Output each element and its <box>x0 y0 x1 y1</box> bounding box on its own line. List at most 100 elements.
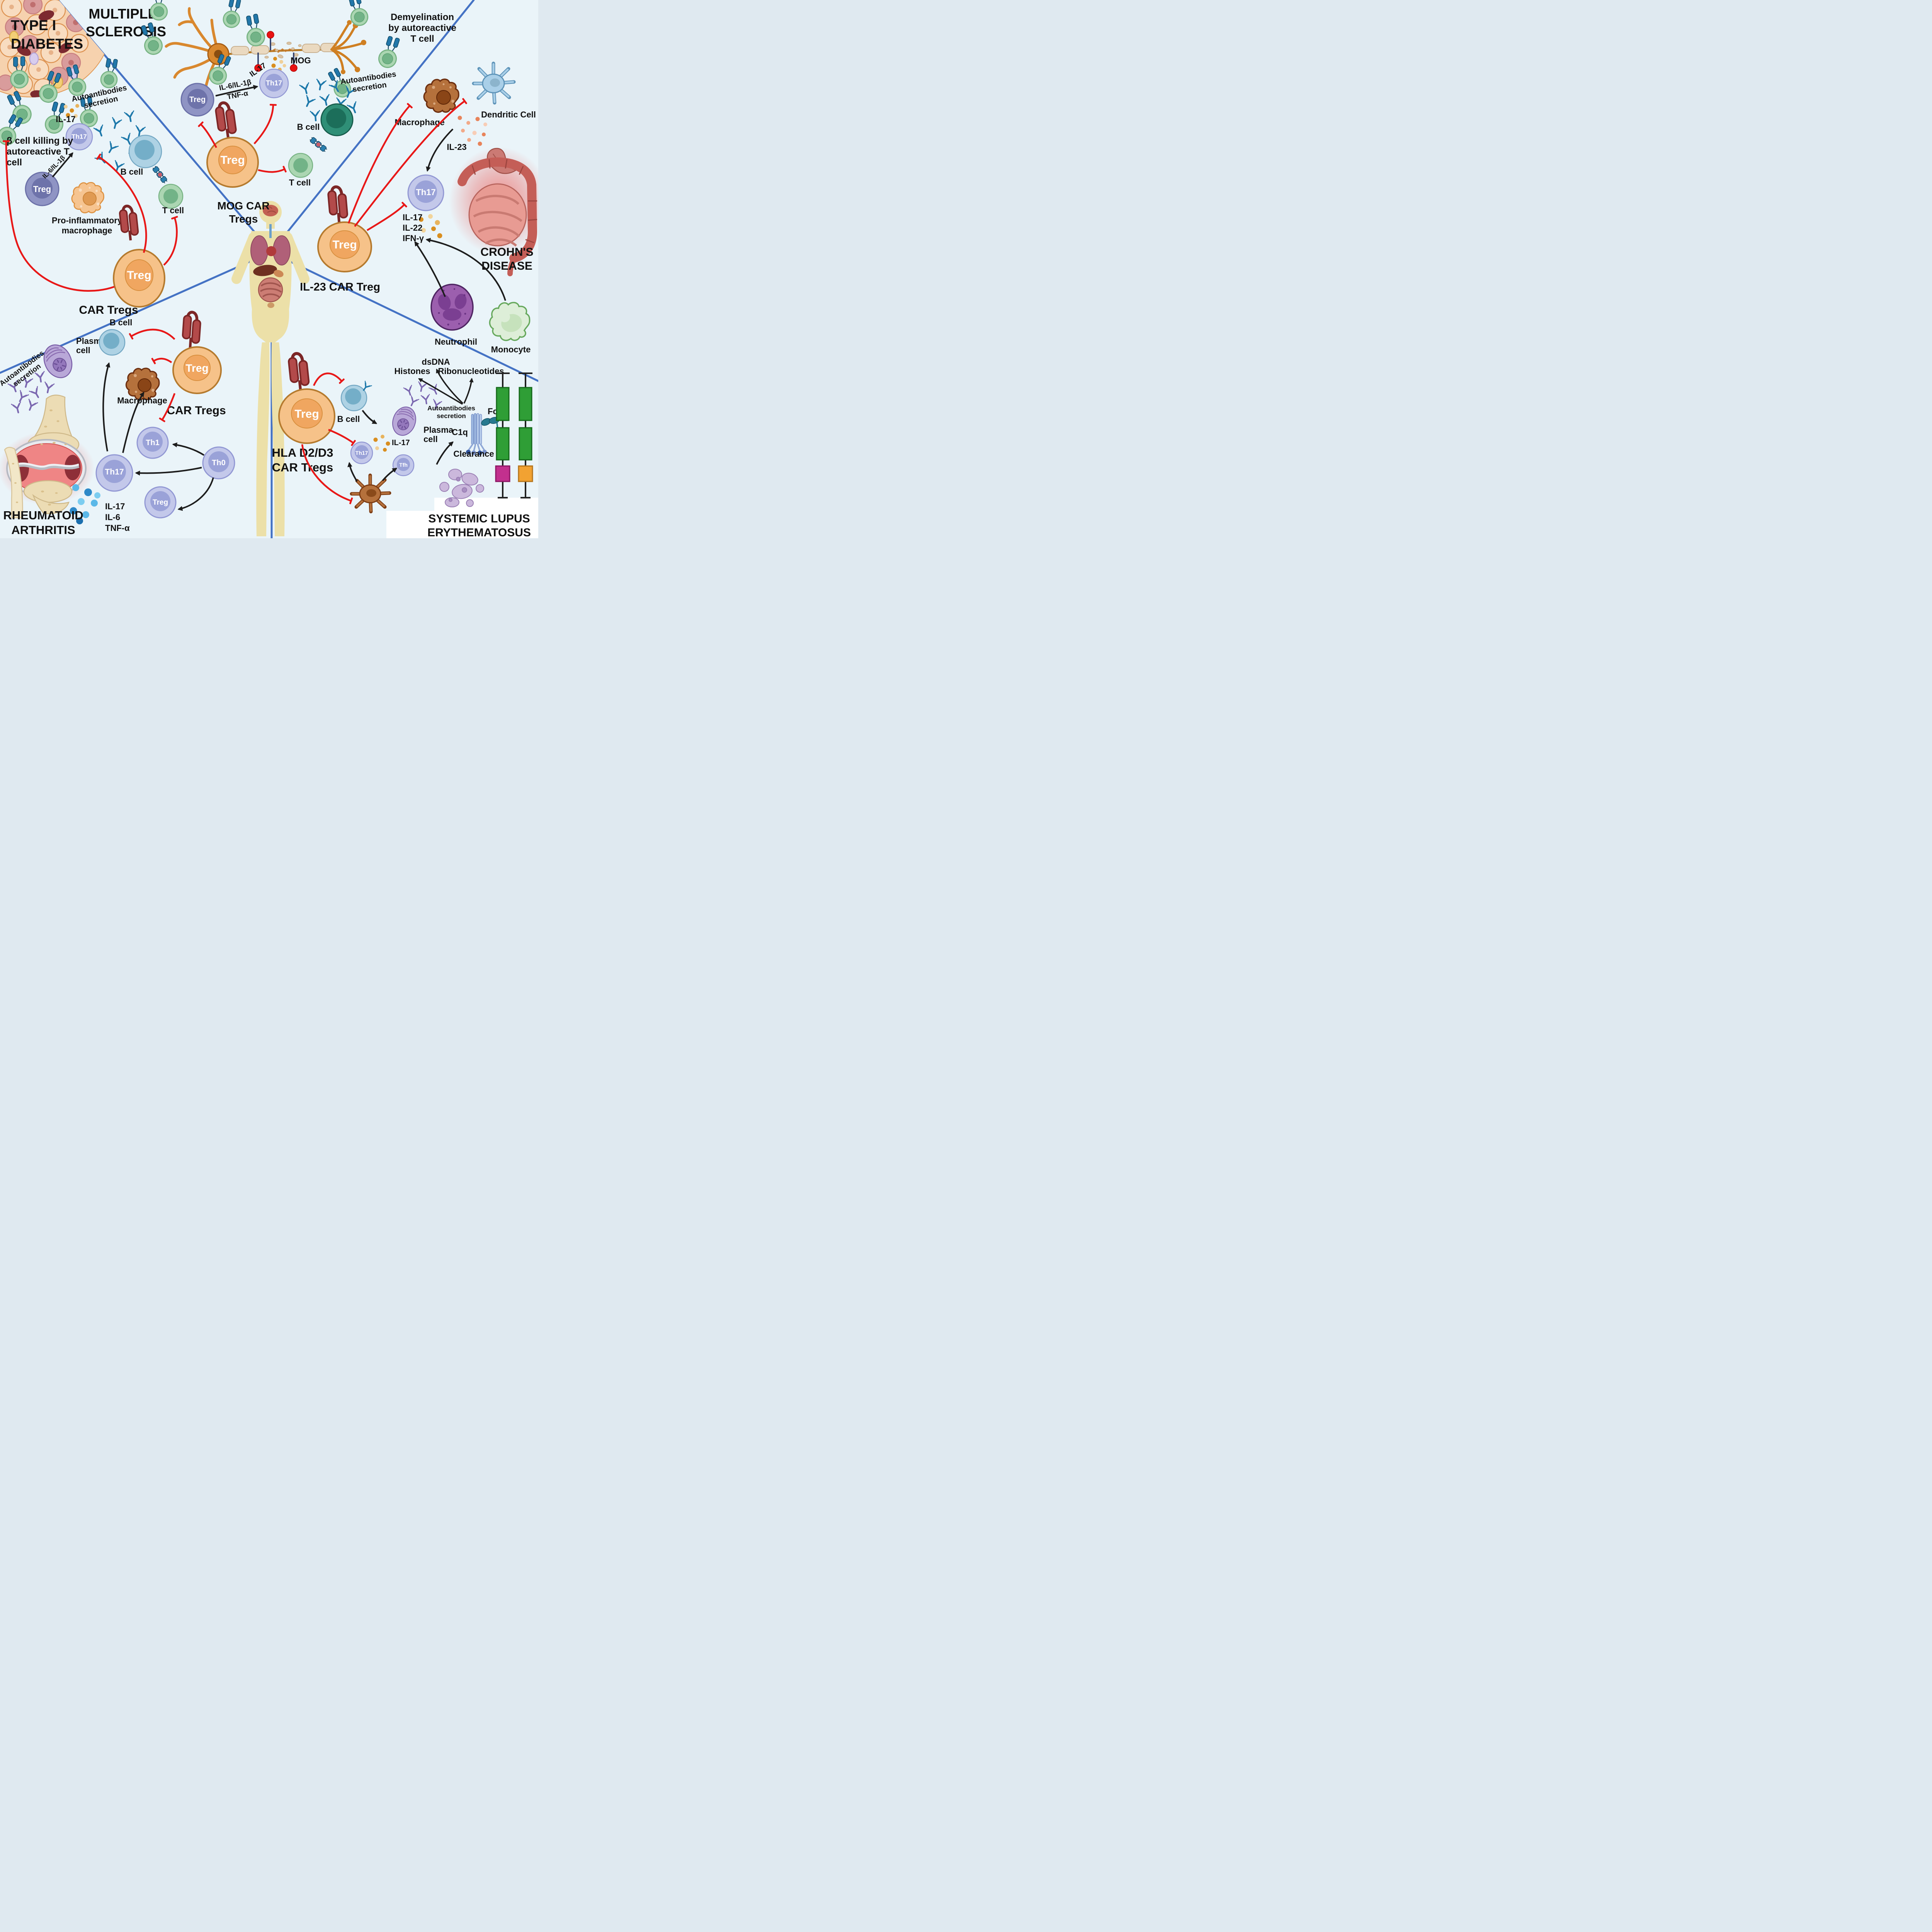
sle-bcell-to-plasma-arrow <box>362 410 378 424</box>
t1d-t-cell <box>158 184 184 209</box>
crohns-car-treg-title: IL-23 CAR Treg <box>300 281 380 293</box>
t1d-car-treg-label: Treg <box>127 269 151 282</box>
ms-car-treg-cell: Treg <box>206 102 259 188</box>
crohns-th17-cell: Th17 <box>407 174 444 211</box>
crohns-title-line2: DISEASE <box>481 260 532 272</box>
crohns-th17-label: Th17 <box>416 187 435 197</box>
crohns-dendritic-label: Dendritic Cell <box>481 110 536 119</box>
ra-b-cell-label: B cell <box>110 318 133 327</box>
ms-inhibition-arrows <box>198 104 287 173</box>
ms-car-tregs-title-1: MOG CAR <box>217 200 269 212</box>
sle-car-treg-label: Treg <box>294 408 319 420</box>
ms-demyelination-1: Demyelination <box>391 12 454 22</box>
crohns-cytokine-1: IL-17 <box>403 213 422 222</box>
sle-b-cell-label: B cell <box>337 414 360 424</box>
ra-activation-arrows <box>102 362 214 511</box>
ra-cytokine-1: IL-17 <box>105 502 125 511</box>
section-rheumatoid-arthritis: Plasma cell B cell Autoantibodies secret… <box>0 312 235 537</box>
sle-c1q-label: C1q <box>452 427 468 437</box>
ra-th17-cell: Th17 <box>95 454 133 492</box>
ms-il6-arrow <box>215 85 259 97</box>
ms-demyelination-2: by autoreactive <box>388 23 456 33</box>
sle-th17-label: Th17 <box>355 450 368 456</box>
sle-tfh-cell: Tfh <box>392 454 415 476</box>
ra-th0-label: Th0 <box>212 459 226 467</box>
ms-car-receptor <box>215 102 237 140</box>
sle-b-cell <box>340 380 372 412</box>
crohns-dendritic-to-th17-arrow <box>426 128 454 172</box>
crohns-macrophage <box>423 78 459 113</box>
ra-cytokine-2: IL-6 <box>105 512 120 522</box>
ra-plasma-cell <box>38 340 78 383</box>
ra-cytokine-dots <box>70 484 100 524</box>
crohns-intestine-illustration <box>449 147 538 276</box>
ms-car-tregs-title-2: Tregs <box>229 213 258 225</box>
crohns-il23-label: IL-23 <box>447 142 466 152</box>
sle-clearance-label: Clearance <box>453 449 494 459</box>
section-sle: Treg HLA D2/D3 CAR Tregs B cell Plasma c… <box>272 352 538 538</box>
t1d-car-treg-cell: Treg <box>113 205 165 308</box>
ra-b-cell <box>99 329 126 356</box>
sle-il17-dots <box>373 435 390 452</box>
ra-inhibition-arrows <box>129 328 176 422</box>
sle-autoantibodies-label-2: secretion <box>437 412 466 420</box>
sle-inhibition-arrows <box>301 372 356 504</box>
ms-title-line1: MULTIPLE <box>88 6 157 22</box>
ra-car-treg-cell: Treg <box>172 312 222 394</box>
t1d-th17-label: Th17 <box>71 133 87 140</box>
t1d-inhibition-arrows <box>2 140 178 292</box>
t1d-car-tregs-title: CAR Tregs <box>79 304 138 316</box>
t1d-title-line2: DIABETES <box>11 36 83 52</box>
t1d-macrophage <box>71 182 104 214</box>
ra-th1-label: Th1 <box>146 439 160 447</box>
crohns-dendritic-cell <box>472 61 516 105</box>
sle-car-tregs-title-2: CAR Tregs <box>272 461 333 474</box>
sle-dendritic-cell <box>350 473 391 514</box>
t1d-macrophage-label-2: macrophage <box>62 226 112 235</box>
crohns-monocyte-label: Monocyte <box>491 345 531 354</box>
sle-title-line2: ERYTHEMATOSUS <box>427 526 531 538</box>
ms-b-cell-label: B cell <box>297 122 320 132</box>
t1d-title-line1: TYPE I <box>11 17 56 33</box>
sle-plasma-cell <box>388 403 420 439</box>
ms-th17-cell: Th17 <box>259 68 289 99</box>
ra-th1-cell: Th1 <box>136 427 169 459</box>
ra-th17-label: Th17 <box>105 468 124 476</box>
ms-tnf-label: TNF-α <box>226 89 249 101</box>
ra-title-line2: ARTHRITIS <box>11 523 75 537</box>
sle-title-line1: SYSTEMIC LUPUS <box>428 512 530 525</box>
t1d-b-cell-label: B cell <box>121 167 143 177</box>
sle-ribonucleotides-label: Ribonucleotides <box>438 366 504 376</box>
ms-demyelination-3: T cell <box>410 34 434 44</box>
sle-dsdna-label: dsDNA <box>422 357 450 367</box>
crohns-title-line1: CROHN'S <box>480 246 533 259</box>
t1d-bcr-tcr-bridge <box>151 165 169 185</box>
t1d-treg-label: Treg <box>33 184 51 194</box>
crohns-neutrophil-label: Neutrophil <box>435 337 477 347</box>
ms-mog-label: MOG <box>291 56 311 65</box>
section-multiple-sclerosis: MULTIPLE SCLEROSIS <box>86 0 456 225</box>
t1d-il17-label: IL-17 <box>56 114 75 124</box>
sle-title-background <box>386 511 538 538</box>
car-treg-autoimmune-diagram: TYPE I DIABETES <box>0 0 538 538</box>
ms-t-cell-target <box>288 153 313 178</box>
ra-title-line1: RHEUMATOID <box>3 509 83 522</box>
human-body-silhouette <box>231 201 310 536</box>
sle-car-construct-right <box>518 372 533 498</box>
crohns-macrophage-label: Macrophage <box>395 117 445 127</box>
ms-car-treg-label: Treg <box>220 154 245 167</box>
crohns-activation-arrows <box>414 238 506 301</box>
sle-apoptotic-debris <box>439 469 484 507</box>
ra-treg-cell-label: Treg <box>153 498 168 507</box>
sle-debris-to-c1q-arrow <box>436 441 454 465</box>
ms-mog-antigens <box>254 31 298 72</box>
t1d-il17-dots <box>64 104 79 118</box>
section-crohns-disease: Macrophage Dendritic Cell IL-23 <box>300 61 538 354</box>
t1d-th17-cell: Th17 <box>65 123 93 151</box>
sle-autoantibodies-label-1: Autoantibodies <box>427 405 475 412</box>
crohns-il23-dots <box>457 116 487 146</box>
ms-t-cell-label: T cell <box>289 178 311 187</box>
sle-il17-label: IL-17 <box>392 439 410 447</box>
sle-tfh-label: Tfh <box>399 462 408 468</box>
ms-myelin-debris <box>264 42 302 59</box>
